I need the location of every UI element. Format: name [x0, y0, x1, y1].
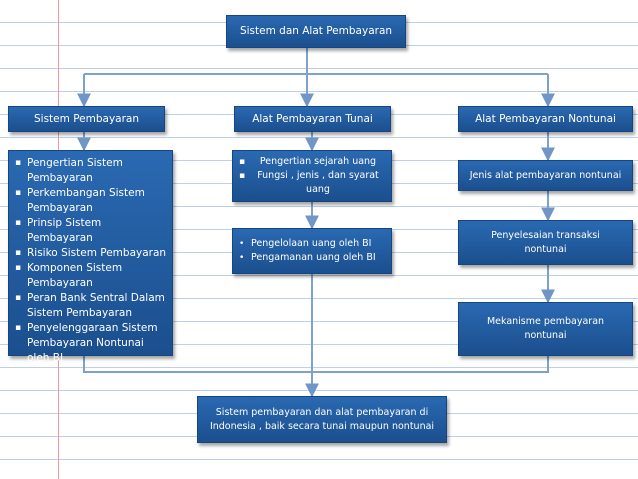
- nontunai-penyelesaian-label: Penyelesaian transaksi nontunai: [491, 229, 600, 255]
- bottom-horizontal-connector: [83, 356, 549, 373]
- tunai-topics-box-1: ▪ Pengertian sejarah uang ▪ Fungsi , jenis…: [232, 150, 392, 202]
- topic-label: Komponen Sistem Pembayaran: [27, 262, 123, 289]
- square-bullet-icon: ▪: [15, 293, 22, 303]
- summary-node-label: Sistem pembayaran dan alat pembayaran di…: [209, 406, 435, 432]
- root-node: Sistem dan Alat Pembayaran: [226, 15, 406, 48]
- topic-label: Pengamanan uang oleh BI: [251, 252, 376, 263]
- list-item: ▪ Peran Bank Sentral Dalam Sistem Pembaya…: [13, 291, 168, 321]
- tunai-topics-box-2: • Pengelolaan uang oleh BI • Pengamanan ua…: [232, 228, 392, 274]
- nontunai-mekanisme-box: Mekanisme pembayaran nontunai: [458, 302, 633, 356]
- alat-pembayaran-nontunai-header-label: Alat Pembayaran Nontunai: [475, 112, 616, 125]
- list-item: ▪ Komponen Sistem Pembayaran: [13, 261, 168, 291]
- square-bullet-icon: ▪: [15, 188, 22, 198]
- sistem-pembayaran-header: Sistem Pembayaran: [8, 106, 165, 132]
- square-bullet-icon: ▪: [15, 323, 22, 333]
- list-item: • Pengamanan uang oleh BI: [237, 251, 387, 265]
- round-bullet-icon: •: [239, 253, 245, 263]
- list-item: ▪ Pengertian Sistem Pembayaran: [13, 156, 168, 186]
- square-bullet-icon: ▪: [15, 158, 22, 168]
- square-bullet-icon: ▪: [15, 218, 22, 228]
- list-item: • Pengelolaan uang oleh BI: [237, 237, 387, 251]
- nontunai-jenis-box: Jenis alat pembayaran nontunai: [458, 160, 633, 191]
- topic-label: Penyelenggaraan Sistem Pembayaran Nontun…: [27, 322, 158, 364]
- topic-label: Prinsip Sistem Pembayaran: [27, 217, 102, 244]
- square-bullet-icon: ▪: [239, 157, 246, 167]
- topic-label: Risiko Sistem Pembayaran: [27, 247, 167, 259]
- square-bullet-icon: ▪: [15, 263, 22, 273]
- round-bullet-icon: •: [239, 239, 245, 249]
- topic-label: Peran Bank Sentral Dalam Sistem Pembayar…: [27, 292, 165, 319]
- topic-label: Pengertian Sistem Pembayaran: [27, 157, 123, 184]
- topic-label: Fungsi , jenis , dan syarat uang: [257, 170, 379, 195]
- list-item: ▪ Risiko Sistem Pembayaran: [13, 246, 168, 261]
- alat-pembayaran-tunai-header: Alat Pembayaran Tunai: [234, 106, 391, 132]
- sistem-pembayaran-topics-list: ▪ Pengertian Sistem Pembayaran ▪ Perkemban…: [8, 150, 173, 364]
- alat-pembayaran-nontunai-header: Alat Pembayaran Nontunai: [458, 106, 633, 132]
- square-bullet-icon: ▪: [239, 171, 246, 181]
- root-node-label: Sistem dan Alat Pembayaran: [239, 25, 393, 37]
- topic-label: Pengelolaan uang oleh BI: [251, 238, 372, 249]
- nontunai-penyelesaian-box: Penyelesaian transaksi nontunai: [458, 220, 633, 265]
- topic-label: Perkembangan Sistem Pembayaran: [27, 187, 145, 214]
- list-item: ▪ Perkembangan Sistem Pembayaran: [13, 186, 168, 216]
- alat-pembayaran-tunai-header-label: Alat Pembayaran Tunai: [252, 112, 373, 125]
- list-item: ▪ Fungsi , jenis , dan syarat uang: [237, 169, 385, 197]
- nontunai-jenis-label: Jenis alat pembayaran nontunai: [469, 169, 622, 181]
- list-item: ▪ Prinsip Sistem Pembayaran: [13, 216, 168, 246]
- sistem-pembayaran-header-label: Sistem Pembayaran: [34, 112, 139, 125]
- list-item: ▪ Pengertian sejarah uang: [237, 155, 385, 169]
- list-item: ▪ Penyelenggaraan Sistem Pembayaran Nontu…: [13, 321, 168, 366]
- summary-node: Sistem pembayaran dan alat pembayaran di…: [197, 396, 447, 443]
- square-bullet-icon: ▪: [15, 248, 22, 258]
- nontunai-mekanisme-label: Mekanisme pembayaran nontunai: [486, 316, 605, 341]
- topic-label: Pengertian sejarah uang: [259, 156, 377, 167]
